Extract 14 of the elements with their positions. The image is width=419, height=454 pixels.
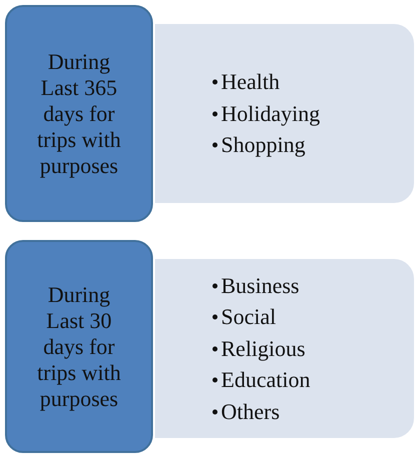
heading-text: During Last 365 days for trips with purposes: [36, 48, 122, 178]
bullet-text: Business: [221, 272, 300, 300]
bullet-list-panel: [153, 257, 416, 440]
bullet-text: Social: [221, 303, 276, 332]
bullet-text: Religious: [221, 334, 306, 363]
bullet-text: Shopping: [221, 131, 306, 160]
bullet-text: Holidaying: [221, 100, 320, 128]
heading-box: [5, 240, 153, 453]
bullet-text: Education: [221, 366, 310, 394]
bullet-list-panel: [153, 22, 416, 205]
heading-text: During Last 30 days for trips with purposes: [36, 282, 122, 412]
heading-box: [5, 5, 153, 222]
bullet-text: Health: [221, 68, 280, 96]
bullet-text: Others: [221, 398, 280, 426]
